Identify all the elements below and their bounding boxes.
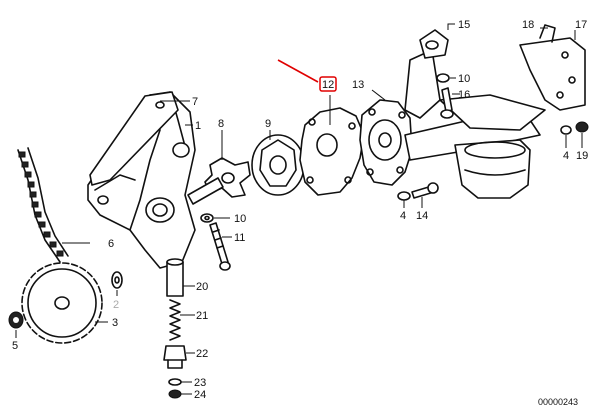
- relief-valve-spring: [169, 299, 181, 341]
- callout-12: 12: [322, 79, 334, 91]
- highlight-marker: [277, 59, 337, 92]
- callout-14: 14: [416, 210, 428, 222]
- callout-21: 21: [196, 310, 208, 322]
- callout-4a: 4: [400, 210, 406, 222]
- mounting-bracket: [519, 24, 586, 111]
- bolt-14: [411, 182, 439, 199]
- callout-19: 19: [576, 150, 588, 162]
- washer-10b: [436, 73, 450, 83]
- callout-3: 3: [112, 317, 118, 329]
- callout-6: 6: [108, 238, 114, 250]
- nut-24: [168, 389, 182, 399]
- callout-9: 9: [265, 118, 271, 130]
- callout-labels: 1 2 3 4 4 5 6 7 8 9 10 10 11 12 13 14 15…: [12, 19, 588, 401]
- callout-7: 7: [192, 96, 198, 108]
- callout-23: 23: [194, 377, 206, 389]
- washer-4b: [560, 125, 572, 135]
- callout-10a: 10: [234, 213, 246, 225]
- washer: [111, 271, 123, 289]
- callout-24: 24: [194, 389, 206, 401]
- callout-4b: 4: [563, 150, 569, 162]
- callout-22: 22: [196, 348, 208, 360]
- bolt-16: [440, 87, 454, 119]
- callout-2: 2: [113, 299, 119, 311]
- callout-5: 5: [12, 340, 18, 352]
- callout-20: 20: [196, 281, 208, 293]
- relief-valve-plug: [163, 345, 187, 369]
- callout-13: 13: [352, 79, 364, 91]
- washer-4a: [397, 191, 411, 201]
- highlight-arrow: [277, 59, 319, 83]
- callout-11: 11: [234, 232, 245, 244]
- callout-1: 1: [195, 120, 201, 132]
- callout-15: 15: [458, 19, 470, 31]
- callout-8: 8: [218, 118, 224, 130]
- leader-lines: [15, 23, 583, 395]
- nut: [8, 311, 24, 329]
- nut-19: [575, 121, 589, 133]
- callout-16: 16: [458, 89, 470, 101]
- pump-cover: [359, 99, 413, 186]
- suction-pipe: [404, 29, 546, 199]
- washer-23: [168, 378, 182, 386]
- callout-17: 17: [575, 19, 587, 31]
- highlight-box: [319, 76, 337, 92]
- drive-gear: [187, 157, 251, 205]
- pump-gasket: [299, 107, 365, 196]
- washer-10a: [200, 213, 214, 223]
- pump-bracket: [89, 91, 179, 186]
- outer-rotor: [251, 134, 305, 196]
- relief-valve-piston: [166, 258, 184, 297]
- timing-chain: [17, 147, 69, 263]
- reference-number: 00000243: [538, 397, 578, 407]
- callout-18: 18: [522, 19, 534, 31]
- sprocket: [21, 262, 103, 344]
- callout-10b: 10: [458, 73, 470, 85]
- oil-pump-housing: [87, 91, 196, 269]
- bolt-11: [209, 222, 231, 271]
